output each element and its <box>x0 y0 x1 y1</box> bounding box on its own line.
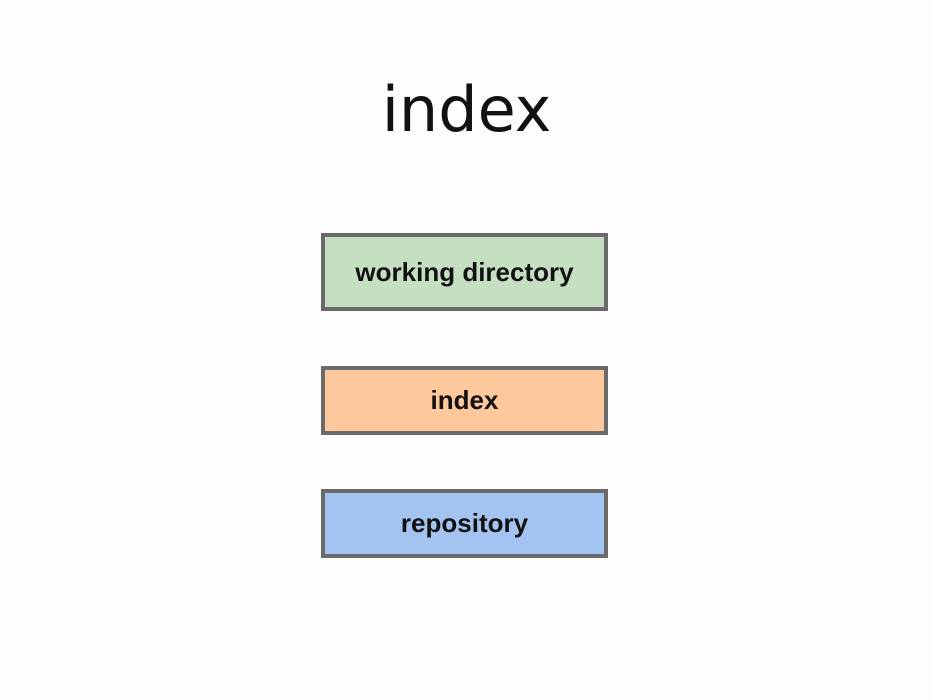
index-label: index <box>430 385 499 415</box>
repository-box: repository <box>321 489 608 558</box>
working-directory-label: working directory <box>355 256 574 287</box>
repository-label: repository <box>400 508 529 538</box>
slide-title: index <box>381 73 552 146</box>
index-box: index <box>321 366 608 435</box>
working-directory-box: working directory <box>321 233 608 311</box>
